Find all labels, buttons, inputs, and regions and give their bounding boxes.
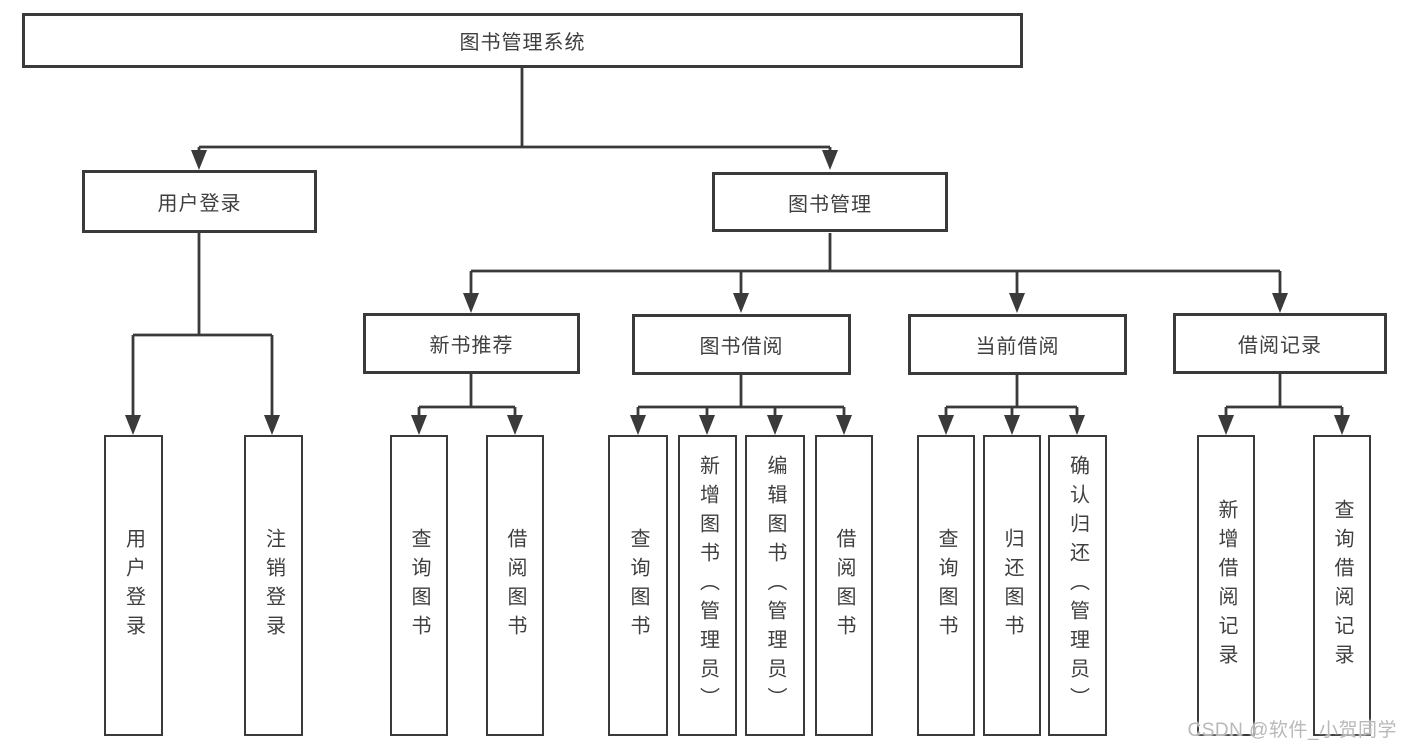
- leaf-add-books-admin: 新增图书（管理员）: [678, 435, 737, 736]
- leaf-confirm-return-admin-label: 确认归还（管理员）: [1066, 455, 1089, 716]
- leaf-user-login-label: 用户登录: [122, 527, 145, 644]
- node-current-borrow-label: 当前借阅: [975, 336, 1060, 358]
- node-book-borrow: 图书借阅: [632, 314, 851, 375]
- node-root: 图书管理系统: [22, 13, 1023, 68]
- leaf-add-books-admin-label: 新增图书（管理员）: [696, 455, 719, 716]
- leaf-query-borrow-record-label: 查询借阅记录: [1331, 498, 1353, 673]
- node-borrow-records: 借阅记录: [1173, 313, 1387, 374]
- node-book-management: 图书管理: [712, 172, 948, 232]
- node-user-login-label: 用户登录: [157, 193, 242, 215]
- leaf-recommend-borrow-books: 借阅图书: [486, 435, 544, 736]
- leaf-edit-books-admin-label: 编辑图书（管理员）: [764, 455, 786, 716]
- leaf-query-borrow-record: 查询借阅记录: [1313, 435, 1371, 736]
- leaf-current-query-books-label: 查询图书: [935, 527, 957, 644]
- node-book-management-label: 图书管理: [788, 193, 872, 216]
- leaf-recommend-query-books: 查询图书: [390, 435, 448, 736]
- leaf-borrow-books: 借阅图书: [815, 435, 873, 736]
- leaf-current-query-books: 查询图书: [917, 435, 975, 736]
- leaf-borrow-books-label: 借阅图书: [833, 527, 855, 644]
- arrowheads: [125, 150, 1350, 435]
- node-new-book-recommend: 新书推荐: [363, 313, 580, 374]
- leaf-recommend-query-books-label: 查询图书: [408, 527, 430, 644]
- leaf-borrow-query-books: 查询图书: [608, 435, 668, 736]
- leaf-add-borrow-record: 新增借阅记录: [1197, 435, 1255, 736]
- node-user-login: 用户登录: [82, 170, 317, 233]
- csdn-watermark: CSDN @软件_小贺同学: [1187, 720, 1397, 741]
- node-borrow-records-label: 借阅记录: [1238, 335, 1322, 357]
- leaf-borrow-query-books-label: 查询图书: [627, 527, 649, 644]
- node-book-borrow-label: 图书借阅: [699, 336, 784, 358]
- node-root-label: 图书管理系统: [459, 32, 586, 54]
- leaf-confirm-return-admin: 确认归还（管理员）: [1048, 435, 1107, 736]
- leaf-return-books: 归还图书: [983, 435, 1041, 736]
- leaf-edit-books-admin: 编辑图书（管理员）: [745, 435, 805, 736]
- node-new-book-recommend-label: 新书推荐: [429, 335, 514, 357]
- leaf-add-borrow-record-label: 新增借阅记录: [1215, 498, 1237, 673]
- leaf-return-books-label: 归还图书: [1001, 527, 1023, 644]
- leaf-logout-label: 注销登录: [262, 527, 285, 644]
- leaf-logout: 注销登录: [244, 435, 303, 736]
- leaf-recommend-borrow-books-label: 借阅图书: [504, 527, 526, 644]
- leaf-user-login: 用户登录: [104, 435, 163, 736]
- node-current-borrow: 当前借阅: [908, 314, 1127, 375]
